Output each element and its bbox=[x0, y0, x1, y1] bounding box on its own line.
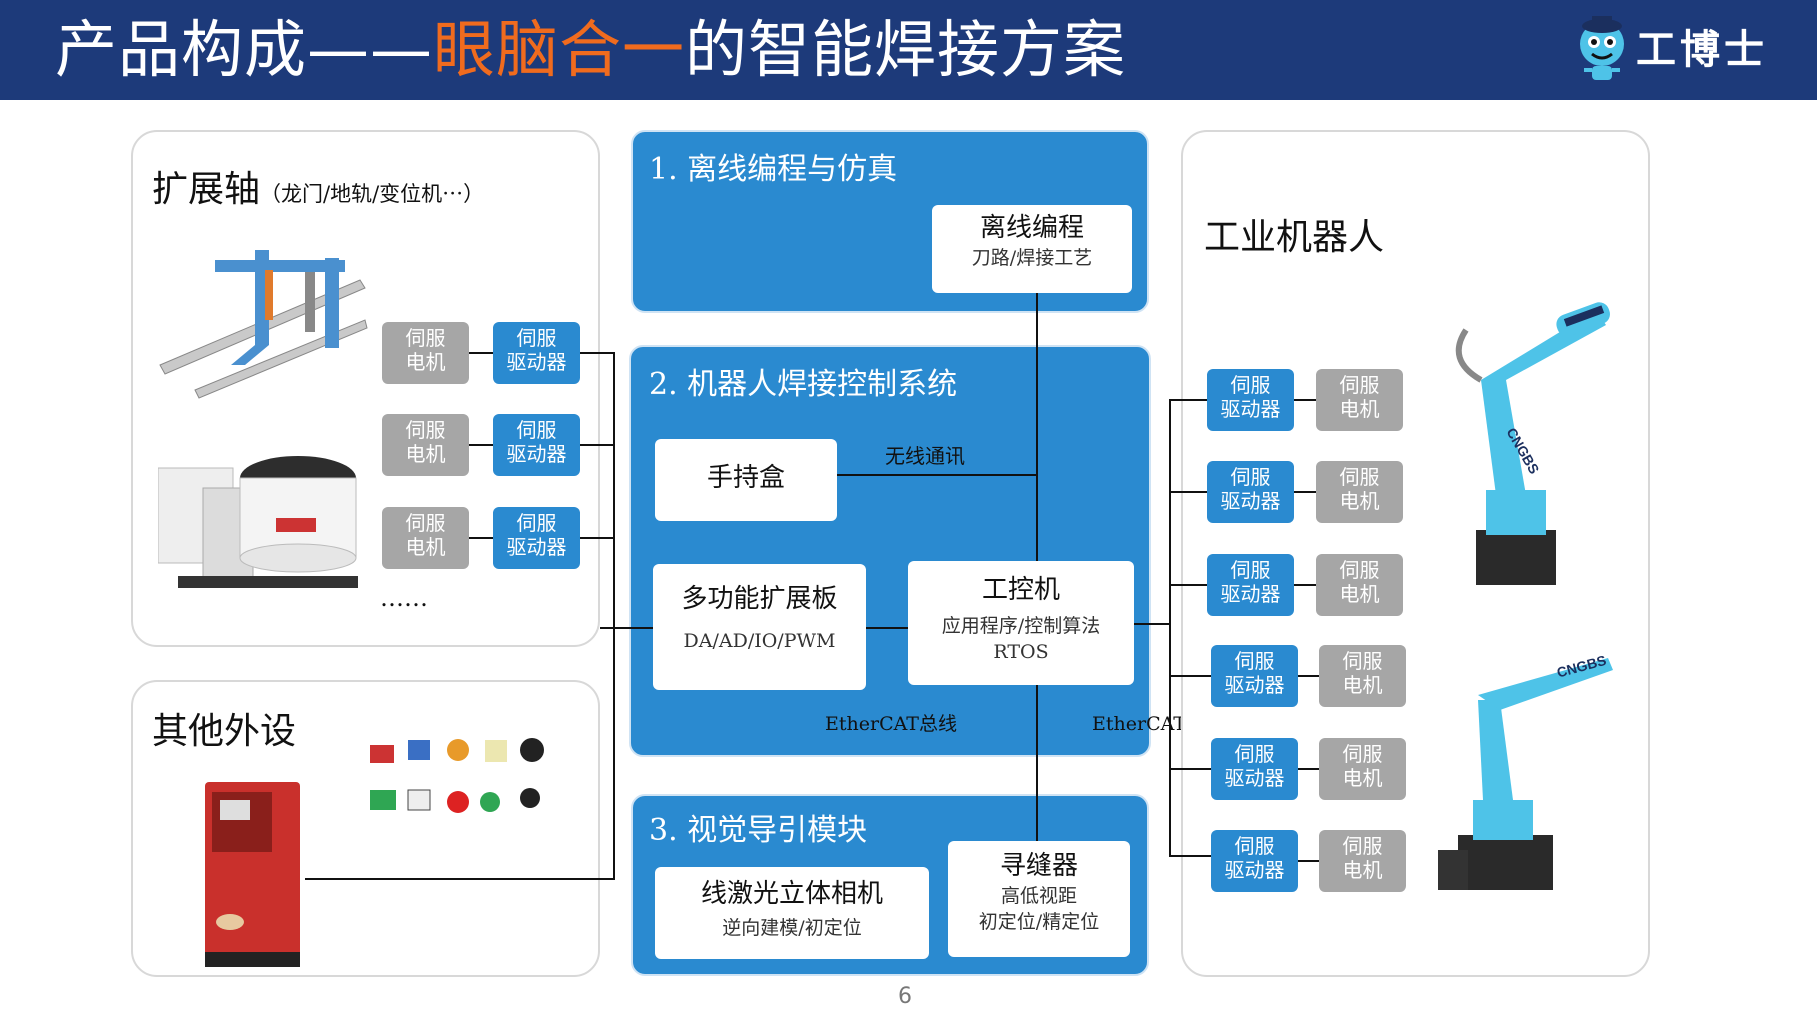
robot-image-small: CNGBS bbox=[1438, 652, 1613, 890]
servo-motor-box: 伺服电机 bbox=[382, 507, 469, 569]
connector-line bbox=[1294, 399, 1316, 401]
welding-machine-image bbox=[205, 782, 300, 967]
mascot-icon bbox=[1580, 16, 1624, 80]
connector-line bbox=[1298, 675, 1319, 677]
connector-line bbox=[469, 444, 493, 446]
servo-driver-box: 伺服驱动器 bbox=[1207, 554, 1294, 616]
positioner-image bbox=[158, 456, 358, 588]
connector-line bbox=[866, 627, 908, 629]
servo-driver-box: 伺服驱动器 bbox=[1211, 830, 1298, 892]
logo bbox=[1570, 14, 1770, 86]
connector-line bbox=[1298, 860, 1319, 862]
servo-motor-box: 伺服电机 bbox=[1316, 461, 1403, 523]
servo-motor-box: 伺服电机 bbox=[1319, 738, 1406, 800]
connector-line bbox=[1169, 768, 1211, 770]
connector-line bbox=[1294, 491, 1316, 493]
servo-driver-box: 伺服驱动器 bbox=[493, 507, 580, 569]
connector-line bbox=[1169, 675, 1211, 677]
connector-line bbox=[305, 878, 615, 880]
servo-motor-box: 伺服电机 bbox=[382, 322, 469, 384]
servo-motor-box: 伺服电机 bbox=[1316, 554, 1403, 616]
ethercat-bus-label-left: EtherCAT总线 bbox=[825, 713, 957, 735]
connector-line bbox=[1036, 685, 1038, 841]
offline-programming-title: 1. 离线编程与仿真 bbox=[649, 152, 898, 187]
servo-driver-box: 伺服驱动器 bbox=[1211, 645, 1298, 707]
industrial-robot-title: 工业机器人 bbox=[1204, 217, 1385, 258]
vision-guidance-title: 3. 视觉导引模块 bbox=[649, 813, 868, 848]
servo-motor-box: 伺服电机 bbox=[1319, 645, 1406, 707]
servo-driver-box: 伺服驱动器 bbox=[1207, 461, 1294, 523]
connector-line bbox=[1169, 491, 1207, 493]
welding-control-title: 2. 机器人焊接控制系统 bbox=[649, 367, 958, 402]
connector-line bbox=[1169, 855, 1211, 857]
wireless-label: 无线通讯 bbox=[885, 444, 965, 468]
connector-line bbox=[1298, 768, 1319, 770]
connector-line bbox=[1134, 623, 1170, 625]
connector-line bbox=[613, 352, 615, 880]
welding-control-panel bbox=[629, 345, 1151, 757]
buttons-image bbox=[370, 738, 544, 813]
connector-line bbox=[1036, 293, 1038, 561]
offline-programming-box: 离线编程刀路/焊接工艺 bbox=[932, 205, 1132, 293]
servo-motor-box: 伺服电机 bbox=[1319, 830, 1406, 892]
gantry-image bbox=[159, 250, 368, 399]
seam-finder-box: 寻缝器高低视距初定位/精定位 bbox=[948, 841, 1130, 957]
more-ellipsis: …… bbox=[380, 584, 428, 612]
connector-line bbox=[1169, 399, 1207, 401]
logo-text: 工博士 bbox=[1636, 27, 1768, 73]
servo-motor-box: 伺服电机 bbox=[1316, 369, 1403, 431]
connector-line bbox=[1294, 584, 1316, 586]
servo-driver-box: 伺服驱动器 bbox=[493, 414, 580, 476]
servo-driver-box: 伺服驱动器 bbox=[1207, 369, 1294, 431]
connector-line bbox=[1169, 584, 1207, 586]
servo-motor-box: 伺服电机 bbox=[382, 414, 469, 476]
servo-driver-box: 伺服驱动器 bbox=[1211, 738, 1298, 800]
connector-line bbox=[580, 352, 614, 354]
connector-line bbox=[580, 444, 614, 446]
robot-image-large: CNGBS bbox=[1455, 302, 1610, 585]
other-peripherals-title: 其他外设 bbox=[152, 711, 297, 752]
connector-line bbox=[600, 627, 653, 629]
servo-driver-box: 伺服驱动器 bbox=[493, 322, 580, 384]
connector-line bbox=[580, 537, 614, 539]
page-title: 产品构成——眼脑合一的智能焊接方案 bbox=[55, 13, 1127, 86]
page-number: 6 bbox=[898, 984, 912, 1009]
header-bar bbox=[0, 0, 1817, 100]
connector-line bbox=[837, 474, 1037, 476]
laser-camera-box: 线激光立体相机逆向建模/初定位 bbox=[655, 867, 929, 959]
extension-axis-title: 扩展轴（龙门/地轨/变位机⋯） bbox=[152, 169, 485, 210]
connector-line bbox=[469, 537, 493, 539]
connector-line bbox=[469, 352, 493, 354]
teach-pendant-box: 手持盒 bbox=[655, 439, 837, 521]
connector-line bbox=[1169, 399, 1171, 856]
